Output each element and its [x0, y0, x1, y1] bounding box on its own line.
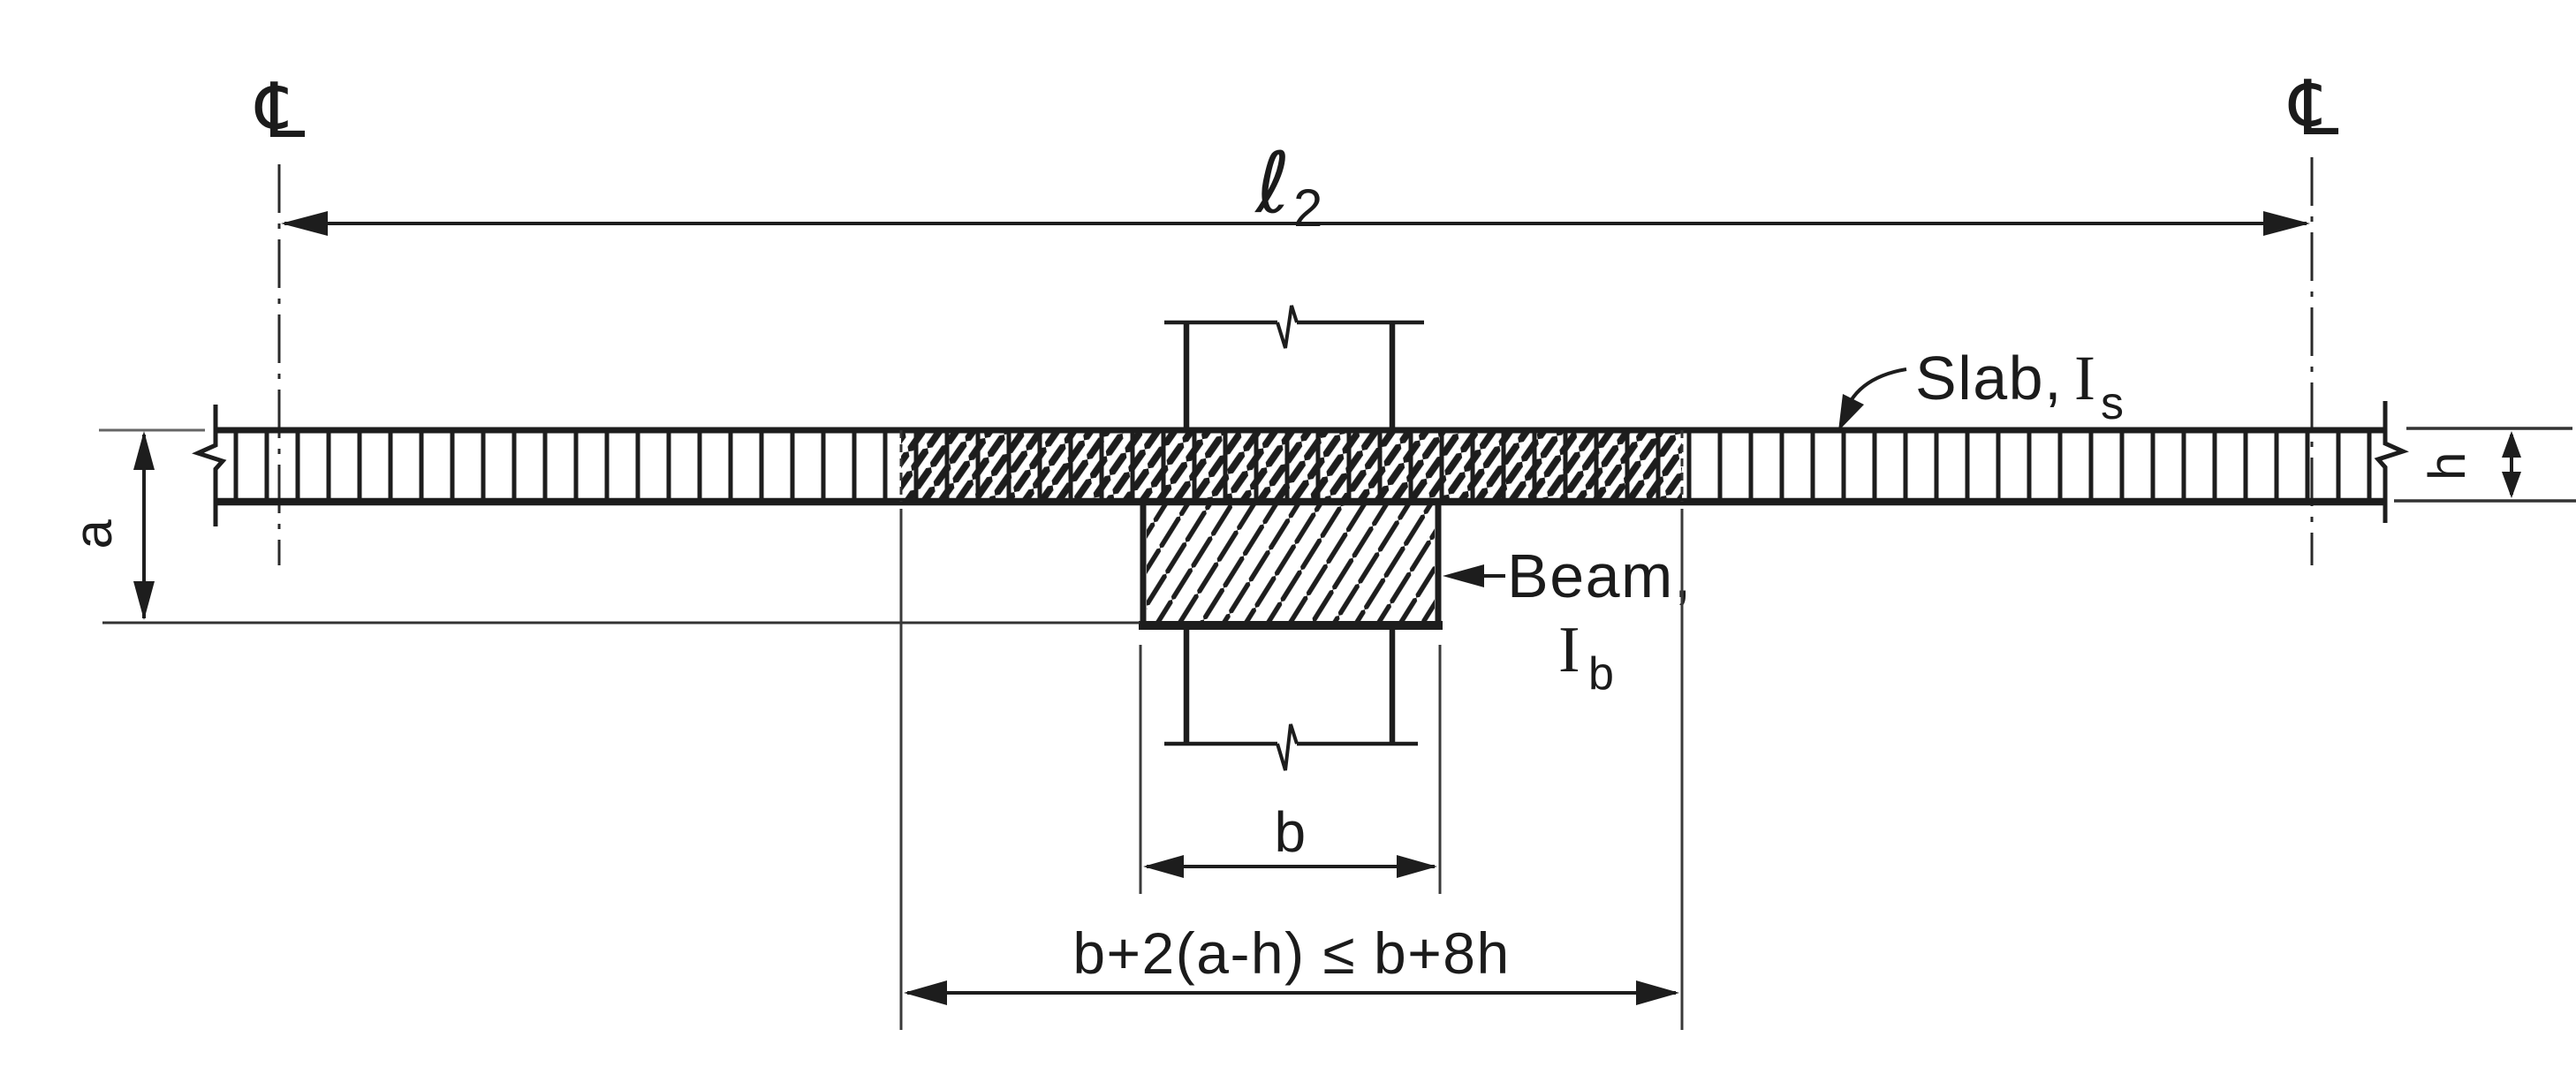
slab-left-break-icon	[192, 405, 227, 526]
centerline-symbol-right: ℄	[2288, 64, 2338, 153]
span-arrow-left-icon	[281, 211, 328, 236]
slab-inertia-subscript: s	[2101, 378, 2125, 429]
slab-right-break-icon	[2374, 401, 2409, 523]
upper-column-break-icon	[1276, 305, 1299, 349]
dimension-effective-width: b+2(a-h) ≤ b+8h	[899, 509, 1684, 1030]
lower-column-break-icon	[1276, 723, 1299, 771]
dimension-b: b	[1139, 645, 1442, 894]
dim-a-label: a	[64, 519, 123, 549]
dimension-a: a	[64, 428, 1140, 624]
span-label-subscript: 2	[1293, 178, 1324, 238]
dim-h-arrow-up-icon	[2502, 431, 2521, 458]
dim-h-arrow-down-icon	[2502, 472, 2521, 498]
dim-h-label: h	[2419, 450, 2476, 481]
span-label: ℓ	[1254, 135, 1290, 232]
slab-inertia-symbol: I	[2074, 343, 2095, 413]
effective-width-hatch	[901, 430, 1682, 502]
beam-label: Beam,	[1507, 541, 1693, 610]
span-arrow-right-icon	[2263, 211, 2310, 236]
dim-a-arrow-down-icon	[133, 581, 155, 620]
effective-width-arrow-left-icon	[904, 980, 947, 1005]
dim-b-arrow-left-icon	[1143, 855, 1184, 878]
effective-width-arrow-right-icon	[1636, 980, 1679, 1005]
slab-label: Slab,	[1915, 344, 2063, 413]
dimension-h: h	[2394, 427, 2576, 503]
beam-callout: Beam, I b	[1443, 541, 1693, 700]
beam-callout-arrowhead-icon	[1443, 564, 1484, 587]
slab-callout: Slab, I s	[1838, 343, 2125, 431]
beam-inertia-subscript: b	[1588, 648, 1615, 700]
dim-a-arrow-up-icon	[133, 431, 155, 470]
beam-hatch	[1147, 504, 1435, 623]
span-dimension-l2: ℓ 2	[281, 135, 2310, 238]
dim-b-arrow-right-icon	[1397, 855, 1437, 878]
centerline-symbol-left: ℄	[254, 67, 305, 155]
effective-width-formula: b+2(a-h) ≤ b+8h	[1072, 920, 1510, 986]
slab-callout-arrowhead-icon	[1838, 394, 1864, 431]
dim-b-label: b	[1274, 800, 1307, 864]
column-above	[1164, 305, 1424, 428]
column-below	[1164, 629, 1418, 771]
beam-inertia-symbol: I	[1558, 614, 1580, 686]
